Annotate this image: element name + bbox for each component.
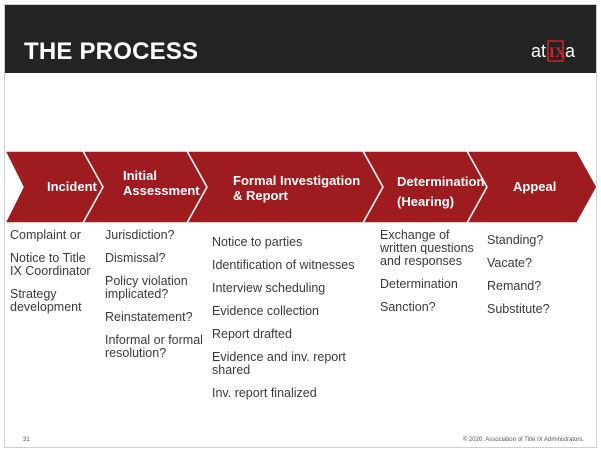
stage-arrow-initial-assessment: [82, 151, 208, 223]
slide-page-number: 31: [23, 437, 30, 443]
list-item: Evidence collection: [212, 304, 320, 318]
stage-list-determination: Exchange of written questions and respon…: [380, 229, 475, 314]
stage-label-formal-investigation: Formal Investigation & Report: [233, 173, 361, 203]
list-item: Evidence and inv. report shared: [212, 350, 346, 377]
list-item: Policy violation implicated?: [105, 274, 188, 301]
list-item: Inv. report finalized: [212, 386, 317, 400]
list-item: Vacate?: [487, 256, 532, 270]
list-item: Notice to Title IX Coordinator: [10, 251, 91, 278]
slide-title: THE PROCESS: [24, 38, 199, 65]
list-item: Determination: [380, 277, 458, 291]
svg-text:a: a: [565, 41, 576, 61]
list-item: Interview scheduling: [212, 281, 326, 295]
list-item: Standing?: [487, 233, 544, 247]
list-item: Identification of witnesses: [212, 258, 355, 272]
svg-text:t: t: [541, 41, 546, 61]
list-item: Sanction?: [380, 300, 436, 314]
list-item: Complaint or: [10, 228, 81, 242]
process-arrow-bar: [5, 151, 598, 223]
stage-arrow-appeal: [466, 151, 598, 223]
list-item: Informal or formal resolution?: [105, 333, 203, 360]
stage-label-initial-assessment: Initial Assessment: [123, 168, 200, 198]
stage-label-determination: Determination (Hearing): [397, 174, 485, 209]
list-item: Jurisdiction?: [105, 228, 175, 242]
stage-arrow-determination: [362, 151, 488, 223]
list-item: Reinstatement?: [105, 310, 193, 324]
stage-list-appeal: Standing? Vacate? Remand? Substitute?: [487, 234, 587, 316]
list-item: Substitute?: [487, 302, 550, 316]
list-item: Remand?: [487, 279, 542, 293]
copyright-notice: © 2020, Association of Title IX Administ…: [462, 437, 584, 443]
stage-label-appeal: Appeal: [513, 179, 557, 194]
list-item: Report drafted: [212, 327, 292, 341]
stage-list-formal-investigation: Notice to parties Identification of witn…: [212, 236, 372, 400]
list-item: Exchange of written questions and respon…: [380, 228, 474, 268]
list-item: Strategy development: [10, 287, 82, 314]
slide-header: THE PROCESS a t IX a: [5, 5, 596, 73]
slide: THE PROCESS a t IX a Incident Initial As…: [4, 4, 598, 448]
svg-text:IX: IX: [549, 45, 566, 61]
stage-arrow-formal-investigation: [186, 151, 384, 223]
stage-list-initial-assessment: Jurisdiction? Dismissal? Policy violatio…: [105, 229, 205, 360]
stage-arrow-incident: [5, 151, 104, 223]
list-item: Dismissal?: [105, 251, 166, 265]
stage-label-incident: Incident: [47, 179, 97, 194]
list-item: Notice to parties: [212, 235, 303, 249]
stage-list-incident: Complaint or Notice to Title IX Coordina…: [10, 229, 96, 314]
atixa-logo: a t IX a: [531, 40, 576, 62]
svg-text:a: a: [531, 41, 542, 61]
